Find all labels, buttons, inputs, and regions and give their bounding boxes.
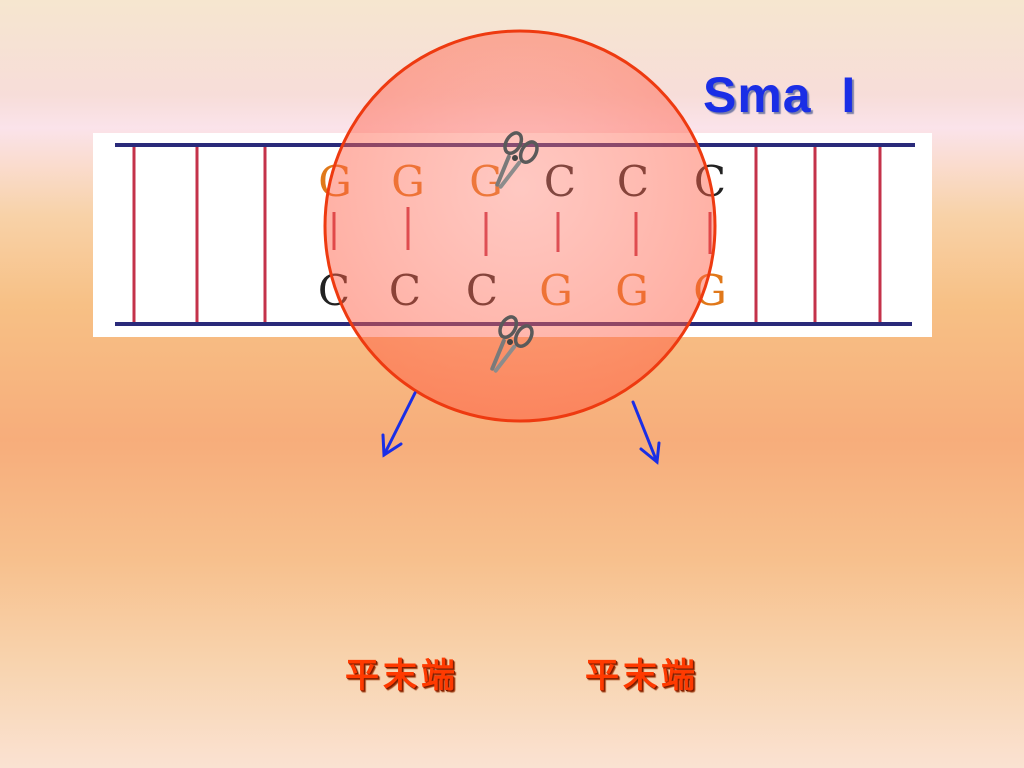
- rungs-left: [132, 147, 267, 322]
- scissors-icon: [495, 131, 539, 189]
- right-arrow-icon: [631, 400, 661, 465]
- left-arrow-icon: [381, 391, 417, 458]
- slide-title: Sma I: [703, 67, 857, 123]
- scissors-icon: [490, 315, 534, 373]
- left-blunt-end-label: 平末端: [345, 656, 459, 696]
- rungs-right: [754, 147, 882, 322]
- cut-site-highlight-circle: [323, 29, 717, 423]
- right-blunt-end-label: 平末端: [585, 656, 699, 696]
